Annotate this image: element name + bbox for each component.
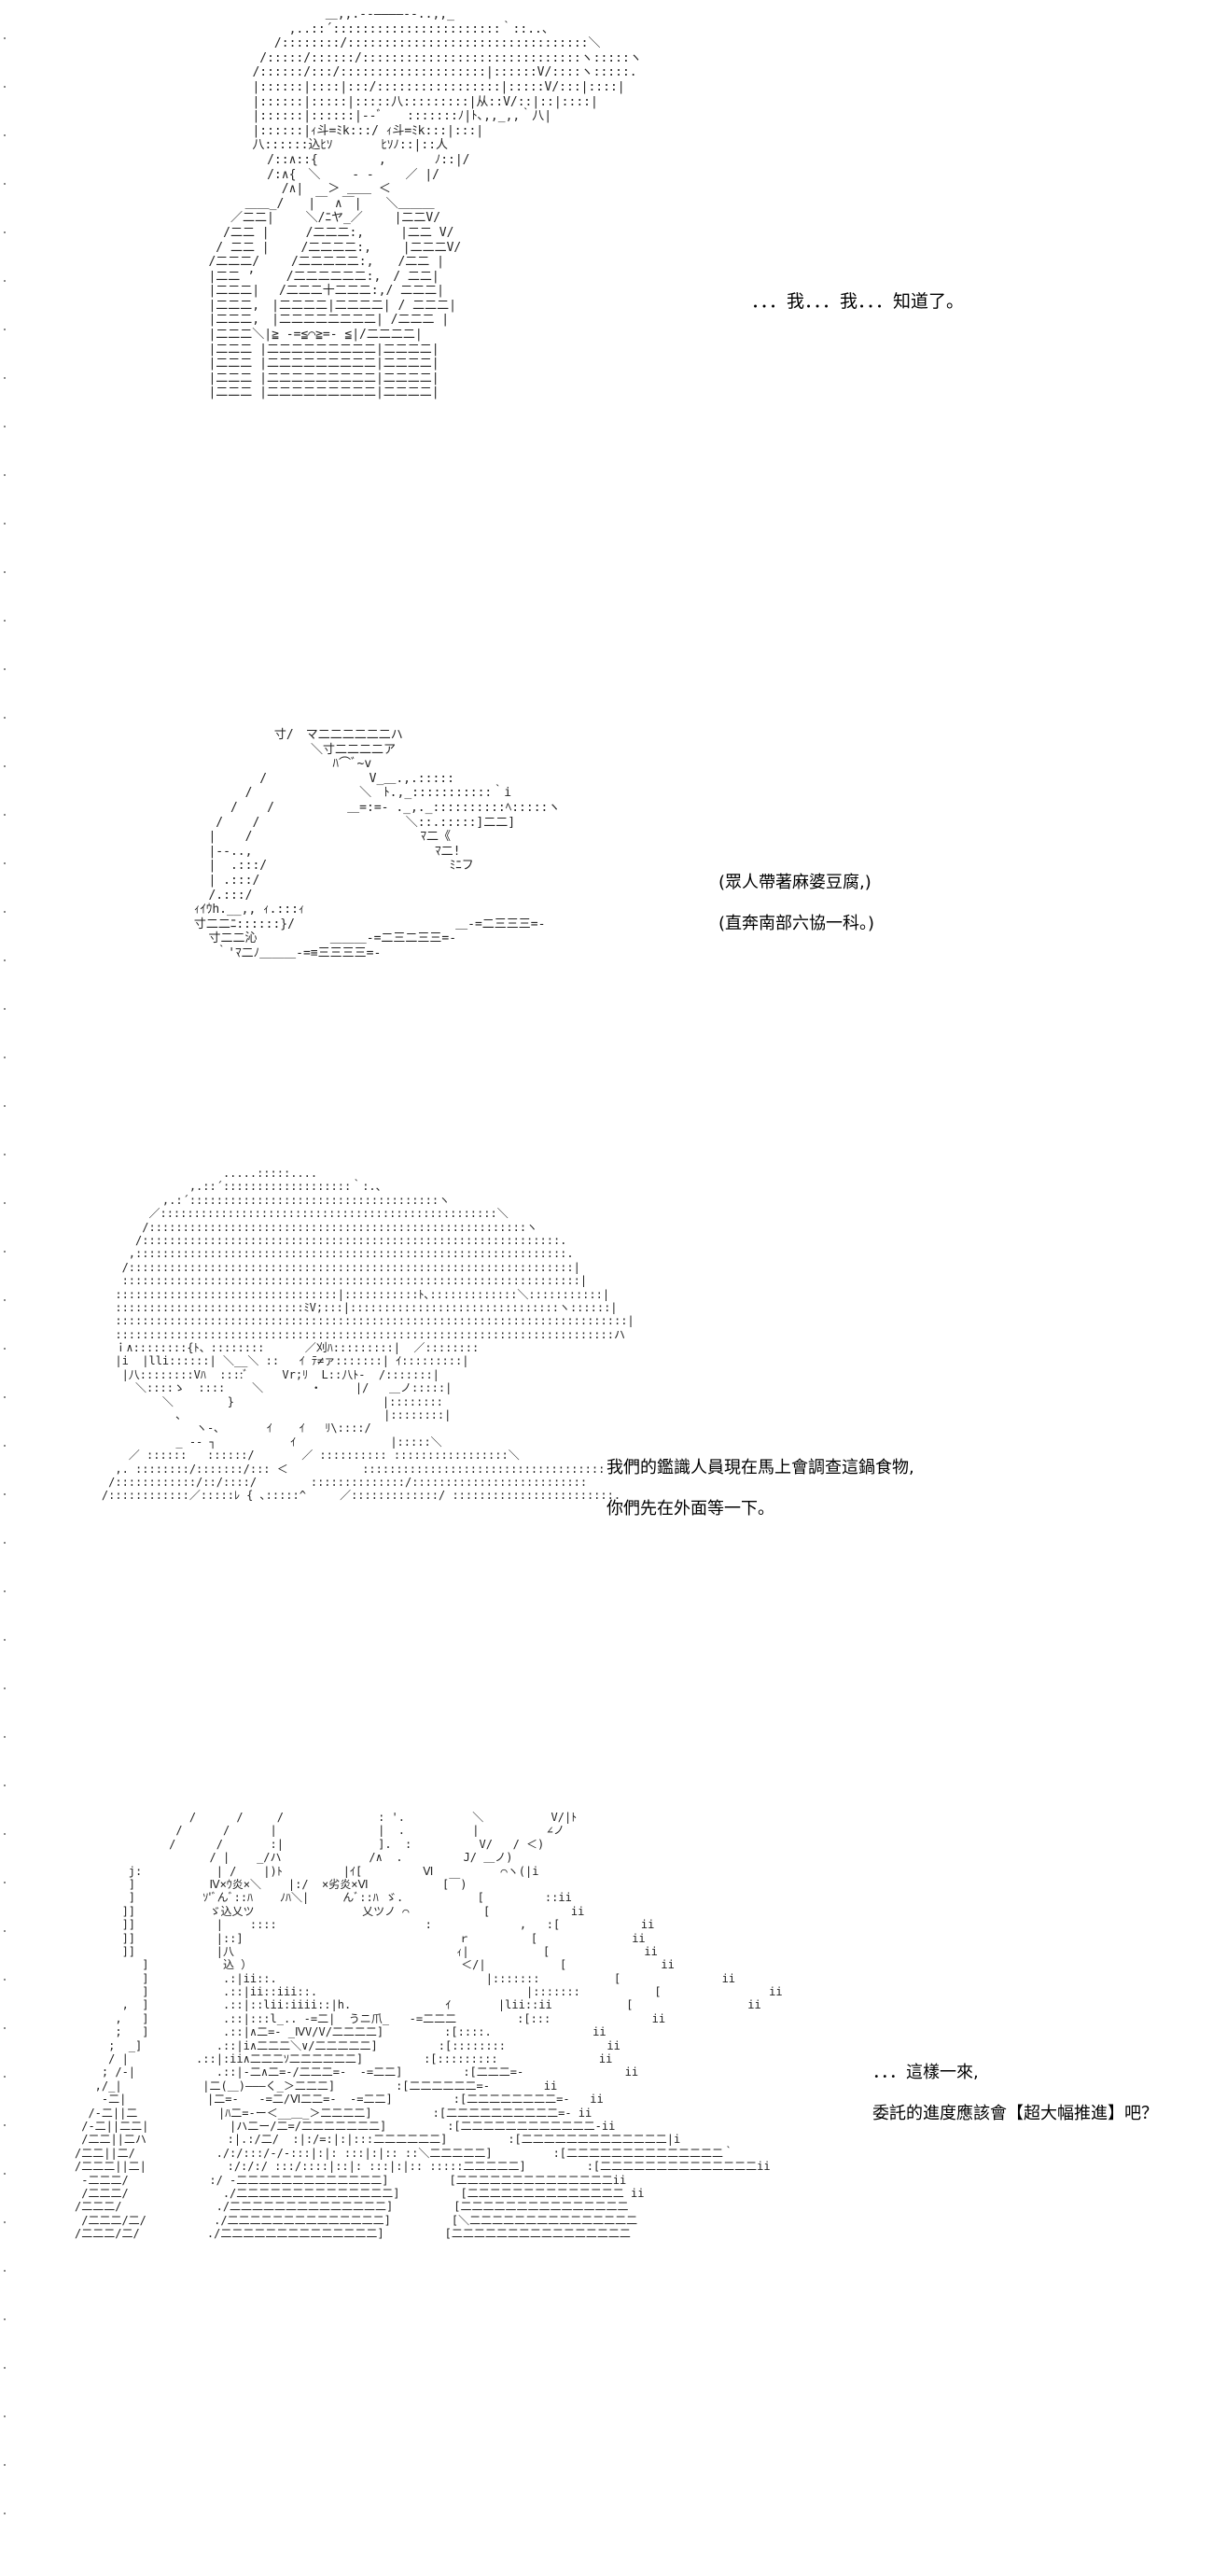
margin-dot (4, 1687, 6, 1689)
margin-dot (4, 183, 6, 185)
margin-dot (4, 1979, 6, 1981)
margin-dot (4, 765, 6, 767)
margin-dot (4, 668, 6, 670)
margin-dot (4, 1348, 6, 1350)
margin-dot (4, 2076, 6, 2078)
margin-dot (4, 329, 6, 330)
margin-dot (4, 1057, 6, 1058)
margin-dot (4, 377, 6, 379)
margin-dot (4, 426, 6, 427)
panel-3: .....:::::.... ,.::´:::::::::::::::::::｀… (0, 1157, 1213, 1792)
margin-dot (4, 2124, 6, 2126)
margin-dot (4, 86, 6, 88)
margin-dot (4, 2464, 6, 2466)
margin-dot (4, 1008, 6, 1010)
margin-dot (4, 2173, 6, 2175)
margin-dot (4, 2270, 6, 2272)
dialog-text: ．．．這樣一來, 委託的進度應該會【超大幅推進】吧？ (872, 2063, 1158, 2124)
margin-dot (4, 231, 6, 233)
dialog-line: ．．．這樣一來, (872, 2063, 979, 2082)
panel-4: / / / : '. ＼ V/|ﾄ / / | | . | ∠ノ / / :| … (0, 1792, 1213, 2576)
margin-dot (4, 1882, 6, 1883)
dialog-line: (眾人帶著麻婆豆腐,) (718, 873, 871, 892)
margin-dot (4, 2221, 6, 2223)
margin-dot (4, 1639, 6, 1641)
margin-dot (4, 280, 6, 282)
dialog-line: (直奔南部六協一科。) (718, 913, 875, 933)
dialog-line: ．．．我．．．我．．．知道了。 (751, 291, 965, 312)
margin-dot (4, 37, 6, 39)
margin-dot (4, 1930, 6, 1932)
margin-dot (4, 134, 6, 136)
ascii-art-long-hair-girl-smiling: / / / : '. ＼ V/|ﾄ / / | | . | ∠ノ / / :| … (75, 1811, 783, 2241)
ascii-art-girl-clasped-hands: ＿,,.-‐――――‐-..,,_ ,..::´::::::::::::::::… (208, 7, 642, 400)
margin-dot (4, 814, 6, 816)
dialog-text: 我們的鑑識人員現在馬上會調查這鍋食物, 你們先在外面等一下。 (606, 1458, 914, 1519)
margin-dot (4, 1251, 6, 1253)
dialog-line: 我們的鑑識人員現在馬上會調查這鍋食物, (606, 1458, 914, 1477)
dialog-text: ．．．我．．．我．．．知道了。 (751, 291, 964, 314)
dialog-line: 委託的進度應該會【超大幅推進】吧？ (872, 2103, 1158, 2123)
margin-dot (4, 1590, 6, 1592)
margin-dot (4, 571, 6, 573)
margin-dot (4, 1833, 6, 1835)
margin-dot (4, 2513, 6, 2514)
dialog-line: 你們先在外面等一下。 (606, 1498, 774, 1519)
margin-dot (4, 1736, 6, 1738)
margin-dot (4, 523, 6, 525)
margin-dot (4, 1396, 6, 1398)
ascii-art-hand-carrying-pot: 寸/ マ二二二二二二ハ ＼寸二二二二ア ﾊ⌒ﾞ~v / V_＿.,.::::: … (193, 728, 561, 960)
margin-dot (4, 717, 6, 719)
margin-dot (4, 2318, 6, 2320)
margin-dot (4, 1202, 6, 1204)
margin-dot (4, 2027, 6, 2029)
margin-dot (4, 1493, 6, 1495)
dialog-text: (眾人帶著麻婆豆腐,) (直奔南部六協一科。) (718, 873, 874, 934)
margin-dot (4, 2367, 6, 2369)
margin-dot (4, 1445, 6, 1447)
margin-dot (4, 620, 6, 622)
margin-dot (4, 959, 6, 961)
margin-dot (4, 2415, 6, 2417)
panel-2: 寸/ マ二二二二二二ハ ＼寸二二二二ア ﾊ⌒ﾞ~v / V_＿.,.::::: … (0, 709, 1213, 1157)
ascii-art-investigator-at-door: .....:::::.... ,.::´:::::::::::::::::::｀… (101, 1167, 634, 1503)
margin-dot (4, 1542, 6, 1544)
margin-dot (4, 1105, 6, 1107)
margin-dot (4, 911, 6, 913)
margin-guide-dots (4, 0, 9, 2576)
margin-dot (4, 474, 6, 476)
panel-1: ＿,,.-‐――――‐-..,,_ ,..::´::::::::::::::::… (0, 0, 1213, 709)
margin-dot (4, 1154, 6, 1155)
margin-dot (4, 1299, 6, 1301)
margin-dot (4, 862, 6, 864)
margin-dot (4, 1785, 6, 1786)
